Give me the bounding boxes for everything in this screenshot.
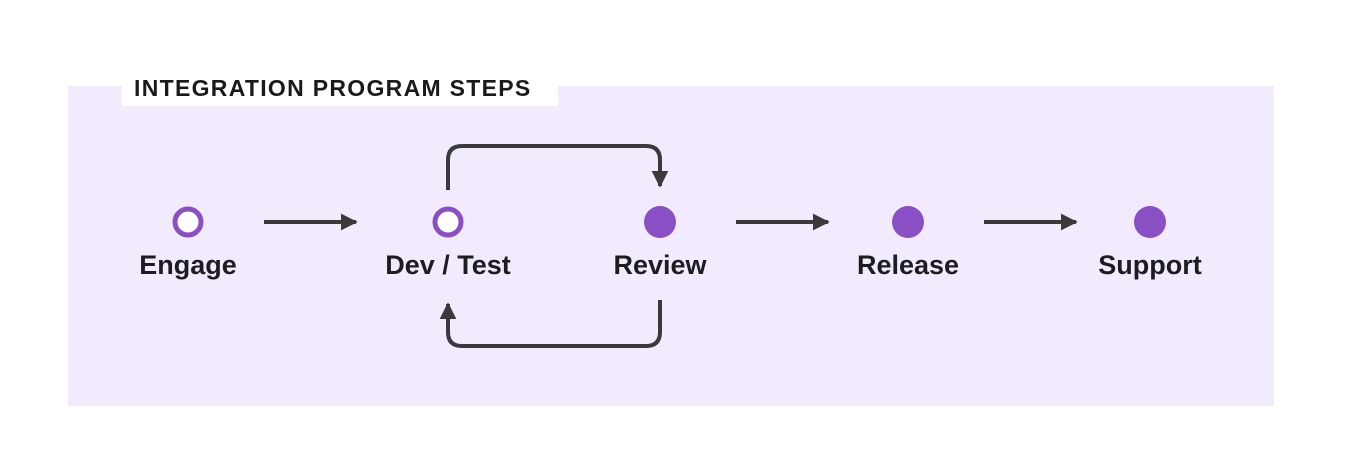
step-label-engage: Engage	[139, 250, 237, 280]
step-label-release: Release	[856, 250, 960, 280]
step-label-support: Support	[1098, 250, 1202, 280]
arrow-dev-test-to-review-loop	[446, 144, 669, 190]
arrow-review-to-dev-test-loop	[439, 300, 662, 348]
diagram-panel	[68, 86, 1274, 406]
step-label-review: Review	[613, 250, 707, 280]
diagram-title: INTEGRATION PROGRAM STEPS	[134, 75, 532, 101]
step-node-dev-test	[432, 206, 464, 238]
step-label-dev-test: Dev / Test	[385, 250, 511, 280]
step-node-support	[1134, 206, 1166, 238]
step-node-engage	[172, 206, 204, 238]
step-node-release	[892, 206, 924, 238]
step-node-review	[644, 206, 676, 238]
title-tab	[122, 70, 558, 106]
